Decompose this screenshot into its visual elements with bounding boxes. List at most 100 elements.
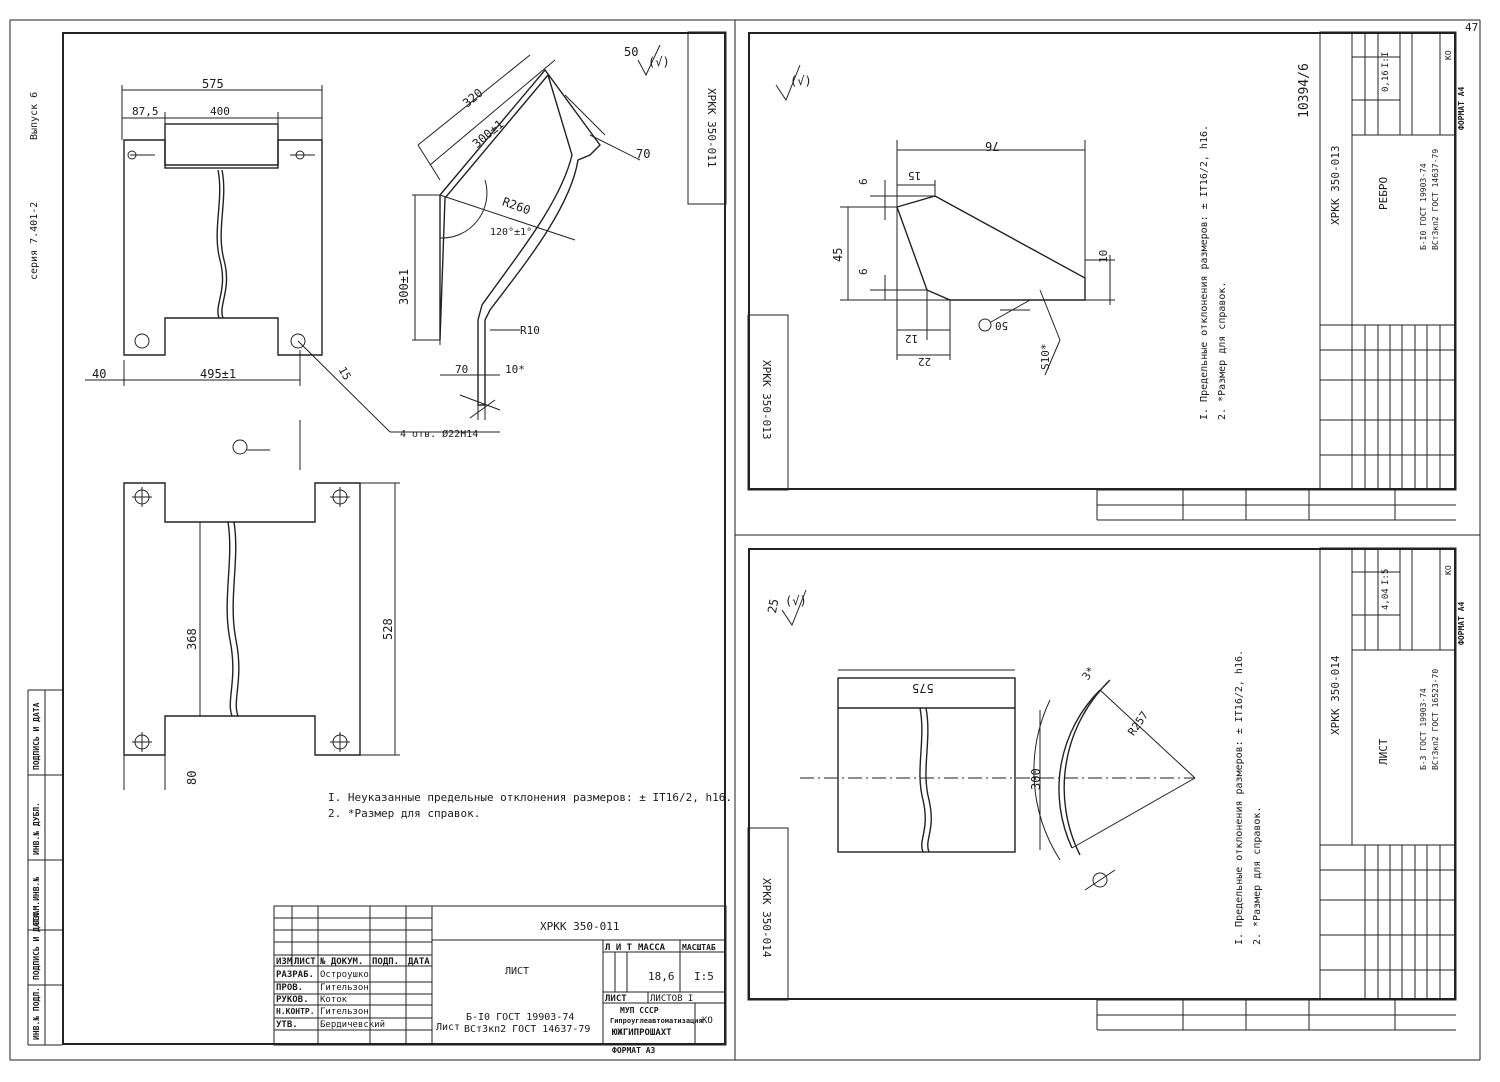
sig-role-4: Н.КОНТР.	[276, 1007, 315, 1016]
hdr-doc: № ДОКУМ.	[320, 957, 364, 967]
tr-ko: КО	[1444, 50, 1453, 60]
br-note-2: 2. *Размер для справок.	[1252, 806, 1263, 945]
br-name: ЛИСТ	[1377, 738, 1390, 766]
hdr-lit: Л И Т	[605, 943, 633, 953]
left-org-3: ЮЖГИПРОШАХТ	[612, 1028, 672, 1038]
dim-80: 80	[185, 770, 199, 785]
tr-note-1: I. Предельные отклонения размеров: ± IT1…	[1199, 124, 1210, 420]
series-label: серия 7.401-2	[29, 201, 40, 280]
left-format: ФОРМАТ А3	[612, 1046, 656, 1055]
sig-role-1: РАЗРАБ.	[276, 970, 314, 980]
br-note-1: I. Предельные отклонения размеров: ± IT1…	[1234, 649, 1245, 945]
br-designation-side: ХРКК 350-014	[760, 878, 773, 958]
sig-name-2: Гительзон	[320, 983, 369, 993]
br-designation: ХРКК 350-014	[1329, 655, 1342, 735]
tr-dim-6a: 6	[857, 178, 870, 185]
hdr-scale: МАСШТАБ	[682, 943, 716, 952]
tr-material-2: ВСт3кп2 ГОСТ 14637-79	[1431, 148, 1440, 250]
holes-callout: 4 отв. Ø22H14	[400, 429, 479, 440]
dim-87-5: 87,5	[132, 105, 159, 118]
tr-designation-side: ХРКК 350-013	[760, 360, 773, 440]
sig-role-2: ПРОВ.	[276, 983, 304, 993]
left-mass: 18,6	[648, 970, 675, 983]
dim-300-side: 300±1	[397, 268, 411, 305]
left-designation: ХРКК 350-011	[705, 88, 718, 168]
br-mass: 4,04	[1381, 588, 1391, 610]
side-stamp-dubl: ИНВ.№ ДУБЛ.	[32, 802, 41, 855]
left-sheets-count: ЛИСТОВ I	[650, 994, 694, 1004]
side-stamp-vzam: ВЗАМ.ИНВ.№	[32, 876, 41, 925]
dim-368: 368	[185, 628, 199, 650]
br-roughness-bracket: (√)	[785, 594, 807, 608]
sig-name-3: Коток	[320, 995, 348, 1005]
tr-dim-s10: S10*	[1039, 343, 1052, 371]
sig-role-3: РУКОВ.	[276, 995, 309, 1005]
sheet-number: 47	[1465, 21, 1479, 34]
tr-designation: ХРКК 350-013	[1329, 145, 1342, 225]
stamp-number: 10394/6	[1297, 63, 1312, 118]
dim-70-bottom: 70	[455, 363, 469, 376]
tr-dim-10: 10	[1097, 249, 1110, 263]
tr-dim-12: 12	[905, 332, 919, 345]
left-material-2: ВСт3кп2 ГОСТ 14637-79	[464, 1024, 591, 1035]
tr-dim-22: 22	[918, 355, 932, 368]
left-sheet-frame	[62, 32, 726, 1045]
tr-name: РЕБРО	[1377, 176, 1390, 210]
dim-495: 495±1	[200, 367, 237, 381]
tr-scale: I:I	[1381, 51, 1391, 68]
tr-format: ФОРМАТ А4	[1457, 86, 1466, 130]
issue-label: Выпуск 6	[29, 91, 40, 140]
left-title-name: ЛИСТ	[505, 966, 530, 977]
tr-material-1: Б-I0 ГОСТ 19903-74	[1419, 163, 1428, 250]
left-note-2: 2. *Размер для справок.	[328, 807, 481, 820]
br-ko: КО	[1444, 565, 1453, 575]
left-material-1: Б-I0 ГОСТ 19903-74	[466, 1012, 575, 1023]
top-right-sheet-frame	[748, 32, 1456, 490]
br-material-1: Б-3 ГОСТ 19903-74	[1419, 688, 1428, 770]
tr-dim-45: 45	[831, 247, 845, 262]
dim-40: 40	[92, 367, 107, 381]
br-material-2: ВСт3кп2 ГОСТ 16523-70	[1431, 668, 1440, 770]
dim-400: 400	[210, 105, 230, 118]
tr-dim-15: 15	[908, 169, 922, 182]
bottom-right-sheet-frame	[748, 548, 1456, 1000]
br-dim-575: 575	[912, 681, 934, 695]
angle-120: 120°±1°	[490, 227, 533, 238]
dim-575: 575	[202, 77, 224, 91]
left-material-prefix: Лист	[436, 1022, 461, 1033]
hdr-mass: МАССА	[638, 943, 666, 953]
radius-10: R10	[520, 324, 540, 337]
tr-dim-50: 50	[995, 319, 1009, 332]
tr-dim-6b: 6	[857, 268, 870, 275]
sig-name-4: Гительзон	[320, 1007, 369, 1017]
side-stamp-inv-podl: ИНВ.№ ПОДЛ.	[32, 987, 41, 1040]
left-title-designation: ХРКК 350-011	[540, 920, 620, 933]
hdr-list: ЛИСТ	[605, 994, 627, 1004]
br-dim-300: 300	[1029, 768, 1043, 790]
left-roughness: 50	[624, 45, 639, 59]
hdr-date: ДАТА	[408, 957, 430, 967]
hdr-sign: ПОДП.	[372, 957, 400, 967]
dim-10-star: 10*	[505, 363, 525, 376]
br-scale: I:5	[1381, 568, 1391, 585]
tr-roughness: (√)	[790, 74, 812, 88]
sig-name-5: Бердичевский	[320, 1020, 386, 1030]
hdr-list-small: ЛИСТ	[294, 957, 316, 967]
left-note-1: I. Неуказанные предельные отклонения раз…	[328, 791, 732, 804]
left-roughness-bracket: (√)	[648, 55, 670, 69]
left-ko: КО	[702, 1016, 713, 1026]
tr-note-2: 2. *Размер для справок.	[1217, 281, 1228, 420]
br-roughness: 25	[765, 597, 782, 615]
dim-528: 528	[381, 618, 395, 640]
br-format: ФОРМАТ А4	[1457, 601, 1466, 645]
side-stamp-sign-date-2: ПОДПИСЬ И ДАТА	[32, 702, 41, 770]
tr-mass: 0,16	[1381, 70, 1391, 92]
left-org-2: Гипроуглеавтоматизация	[610, 1017, 703, 1025]
sig-name-1: Остроушко	[320, 970, 369, 980]
left-scale: I:5	[694, 970, 714, 983]
dim-70-top: 70	[636, 147, 651, 161]
hdr-izm: ИЗМ	[276, 957, 293, 967]
tr-dim-76: 76	[985, 139, 1000, 153]
sig-role-5: УТВ.	[276, 1020, 298, 1030]
